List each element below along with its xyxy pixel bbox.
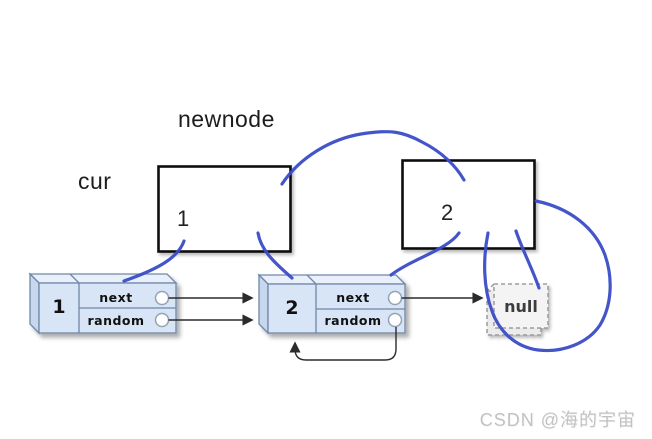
pointer-box-1-value: 1 [177, 206, 190, 231]
null-edge [486, 283, 495, 292]
node1-top-divider [69, 273, 80, 284]
node2-next-label: next [336, 290, 370, 305]
null-label: null [504, 297, 538, 316]
node2-random-port [387, 312, 403, 328]
node1-random-label: random [87, 313, 145, 328]
stroke-box1-to-node1 [122, 239, 186, 283]
node1-random-port [154, 312, 170, 328]
node1-value: 1 [52, 296, 66, 318]
pointer-box-1 [157, 165, 292, 253]
stroke-box1-to-node2-left [256, 231, 294, 280]
null-front-face [493, 283, 549, 329]
node1-next-port [154, 290, 170, 306]
newnode-label: newnode [178, 106, 275, 132]
node1-side-face [29, 272, 40, 335]
stroke-box1-to-box2 [280, 130, 466, 186]
node2-side-face [258, 273, 269, 335]
handwritten-annotations [122, 130, 612, 353]
node2-value: 2 [285, 297, 299, 319]
pointer-box-2-value: 2 [441, 200, 454, 225]
arrow-node2-random-self-loop [289, 327, 397, 361]
node2-random-label: random [324, 313, 382, 328]
cur-label: cur [78, 168, 112, 194]
node2-next-port [387, 290, 403, 306]
stroke-box2-to-null [514, 229, 541, 290]
list-node-2 [257, 273, 407, 335]
pointer-box-2 [401, 159, 536, 250]
node1-next-label: next [99, 290, 133, 305]
node1-top-face [28, 273, 178, 284]
pointer-arrows [168, 292, 484, 361]
node2-top-divider [306, 274, 317, 285]
csdn-watermark: CSDN @海的宇宙 [479, 410, 636, 430]
stroke-box2-loop-around-null [483, 199, 612, 353]
null-box [486, 283, 549, 336]
node2-top-face [257, 274, 407, 285]
stroke-box2-to-node2-right [389, 231, 461, 277]
